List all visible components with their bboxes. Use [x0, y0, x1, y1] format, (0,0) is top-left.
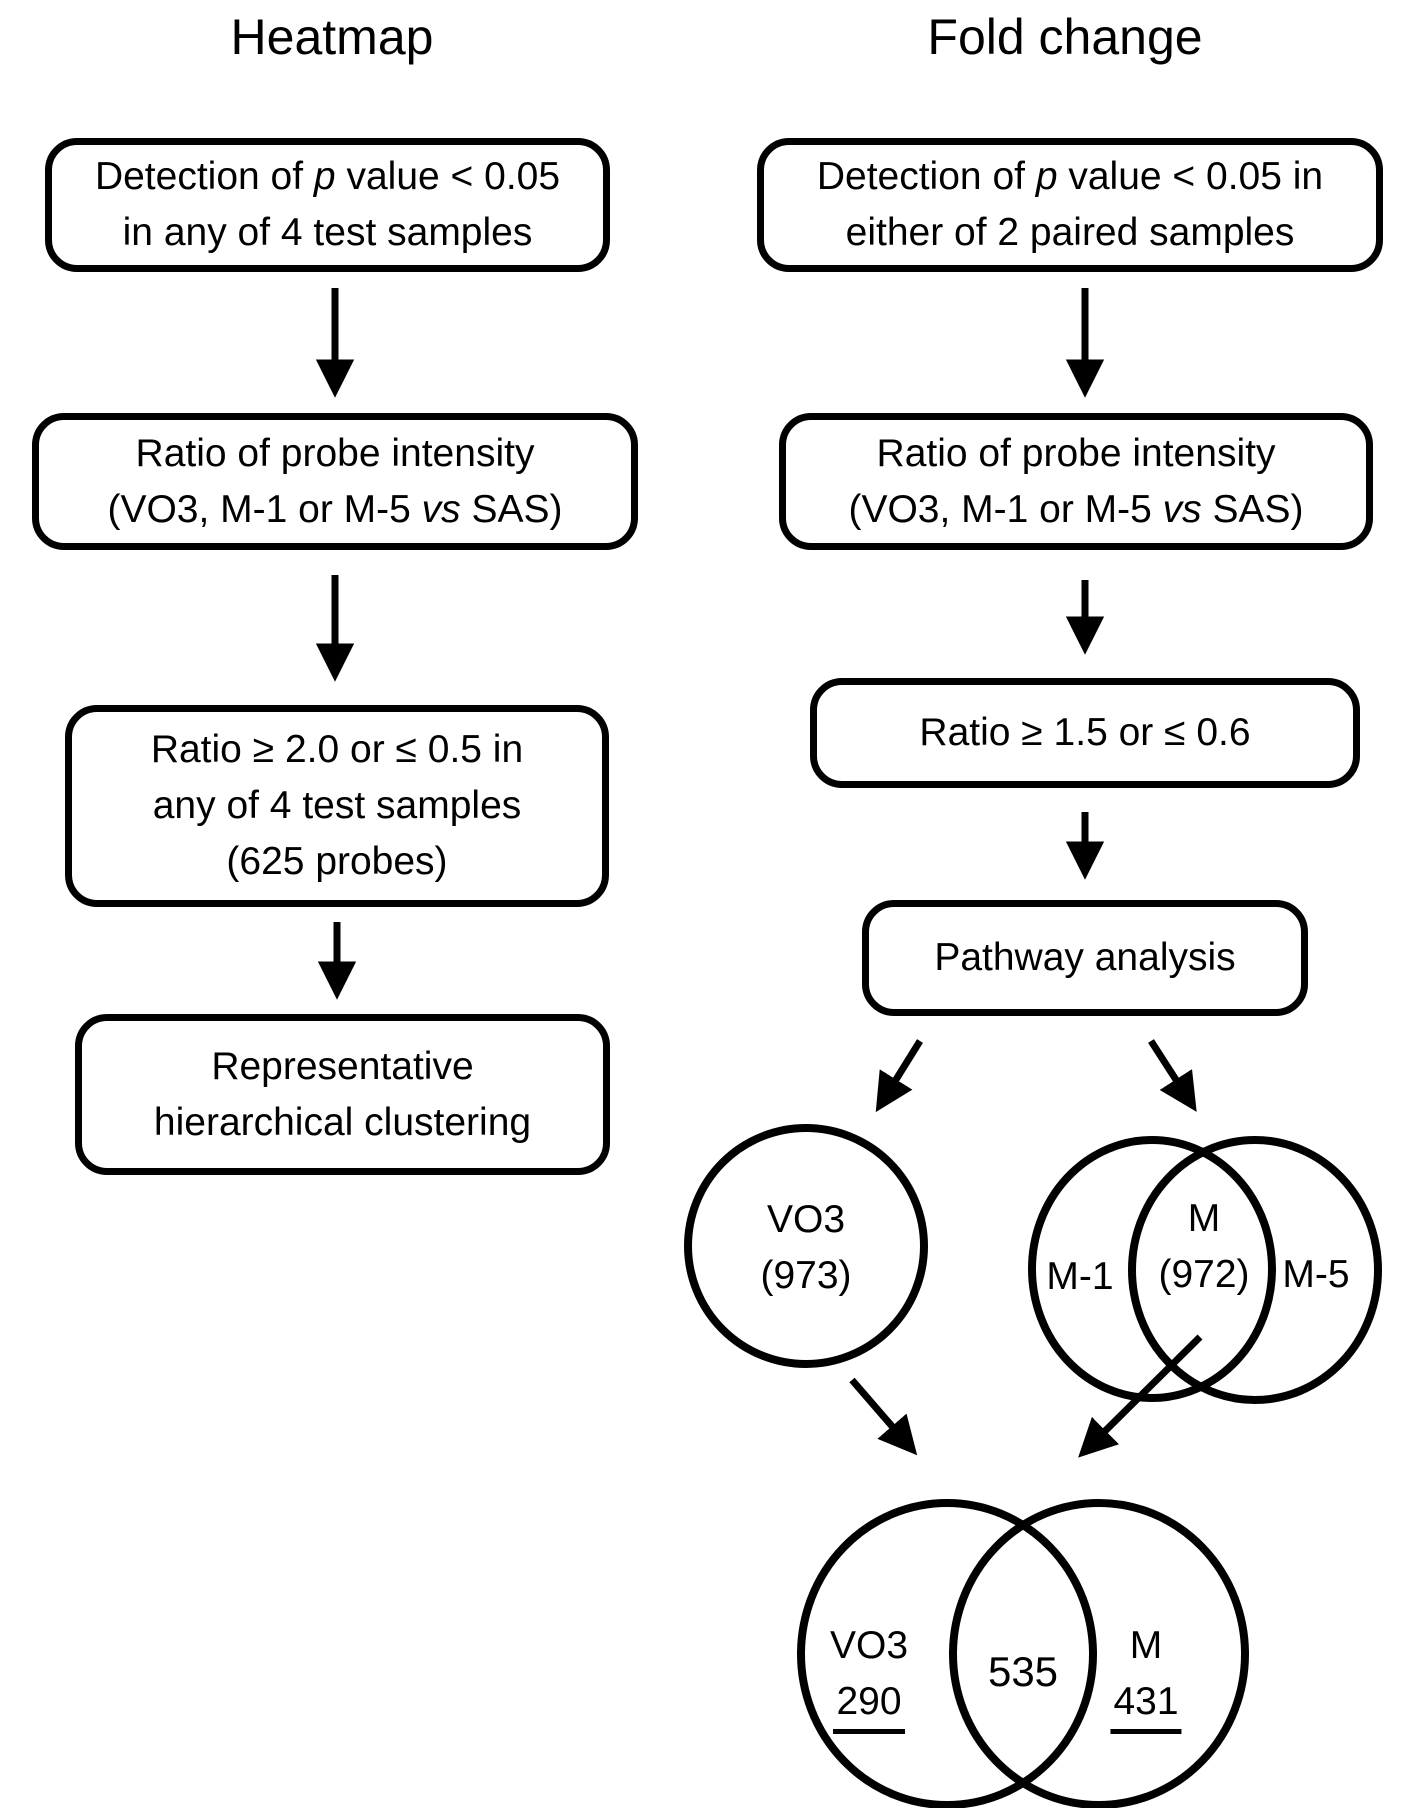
box-text: Ratio ≥ 1.5 or ≤ 0.6	[919, 711, 1251, 754]
box-text: SAS)	[460, 487, 563, 531]
merged-m-label: M 431	[1110, 1618, 1182, 1734]
vo3-to-merged-arrow-icon	[849, 1377, 918, 1456]
heatmap-title: Heatmap	[230, 9, 434, 65]
box-text: Ratio of probe intensity	[876, 431, 1276, 475]
box-text: Ratio of probe intensity	[135, 431, 535, 475]
box-text-italic: p	[313, 155, 336, 198]
box-text: any of 4 test samples	[152, 784, 522, 827]
heatmap-step-3-box: Ratio ≥ 2.0 or ≤ 0.5 in any of 4 test sa…	[65, 705, 609, 907]
m1-label: M-1	[1046, 1255, 1114, 1298]
box-text: (VO3, M-1 or M-5	[107, 487, 422, 531]
box-text-italic: vs	[1162, 487, 1202, 531]
heatmap-step-2-box: Ratio of probe intensity (VO3, M-1 or M-…	[32, 413, 638, 550]
m-to-merged-arrow-icon	[1078, 1334, 1203, 1458]
merged-vo3-count: 290	[833, 1678, 905, 1734]
box-text-italic: vs	[421, 487, 461, 531]
box-text: Ratio ≥ 2.0 or ≤ 0.5 in	[150, 728, 524, 771]
box-text: value < 0.05	[335, 155, 561, 198]
box-text: Representative	[211, 1044, 474, 1088]
fold-change-step-1-box: Detection of p value < 0.05 in either of…	[757, 138, 1383, 272]
merged-vo3-label: VO3 290	[830, 1618, 908, 1734]
merged-count-label: 535	[987, 1648, 1059, 1695]
vo3-circle-label: VO3 (973)	[760, 1192, 851, 1304]
vo3-count: (973)	[760, 1254, 852, 1297]
merged-vo3-name: VO3	[829, 1624, 909, 1667]
box-text: Detection of	[94, 155, 314, 198]
pathway-to-m-arrow-icon	[1148, 1039, 1197, 1112]
box-text: value < 0.05 in	[1057, 155, 1324, 198]
box-text: SAS)	[1201, 487, 1304, 531]
pathway-to-vo3-arrow-icon	[875, 1039, 923, 1113]
box-text: Pathway analysis	[934, 936, 1236, 979]
box-text: hierarchical clustering	[153, 1100, 532, 1144]
fold-change-step-3-box: Ratio ≥ 1.5 or ≤ 0.6	[810, 678, 1360, 788]
vo3-name: VO3	[766, 1198, 846, 1241]
m-count: (972)	[1158, 1253, 1250, 1296]
pathway-analysis-box: Pathway analysis	[862, 900, 1308, 1016]
merged-m-name: M	[1129, 1624, 1163, 1667]
fold-change-title: Fold change	[927, 9, 1203, 65]
box-text-italic: p	[1035, 155, 1058, 198]
fold-change-step-2-box: Ratio of probe intensity (VO3, M-1 or M-…	[779, 413, 1373, 550]
box-text: either of 2 paired samples	[845, 211, 1295, 254]
box-text: (625 probes)	[226, 840, 448, 883]
box-text: Detection of	[816, 155, 1036, 198]
box-text: in any of 4 test samples	[122, 211, 533, 254]
m-intersection-label: M (972)	[1158, 1191, 1249, 1303]
box-text: (VO3, M-1 or M-5	[848, 487, 1163, 531]
heatmap-step-1-box: Detection of p value < 0.05 in any of 4 …	[45, 138, 610, 272]
m5-label: M-5	[1282, 1253, 1350, 1296]
merged-m-count: 431	[1110, 1678, 1182, 1734]
heatmap-step-4-box: Representative hierarchical clustering	[75, 1014, 610, 1175]
m-name: M	[1187, 1197, 1221, 1240]
